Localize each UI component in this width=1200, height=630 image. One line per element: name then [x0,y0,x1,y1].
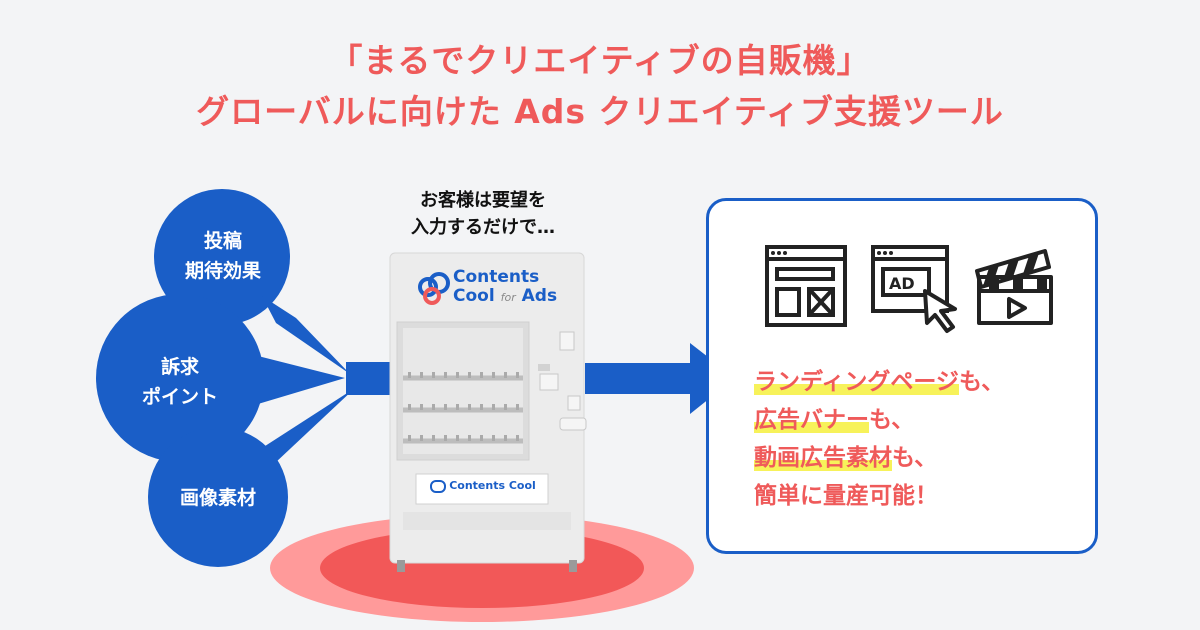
result-line-landing-page: ランディングページも、 [754,369,1005,395]
vending-machine [389,252,587,572]
machine-logo-text: Contents Cool for Ads [453,268,557,307]
panel-logo-icon [430,479,447,493]
headline-line-2: グローバルに向けた Ads クリエイティブ支援ツール [196,92,1004,131]
result-line-video-ad: 動画広告素材も、 [754,445,938,471]
machine-caption: お客様は要望を 入力するだけで… [411,190,555,238]
result-line-mass-production: 簡単に量産可能！ [754,483,938,509]
logo-word-cool: Cool [453,286,495,306]
bubble-label-expected-effect: 投稿 期待効果 [184,230,261,282]
bubble-image-material [148,388,355,567]
logo-word-ads: Ads [521,286,558,306]
video-clapper-icon [971,237,1061,333]
bubble-appeal-point [96,294,345,462]
headline-line-1: 「まるでクリエイティブの自販機」 [329,41,871,80]
result-panel: AD ランディングページも、 広告バナーも、 動画広告素材も、 [706,198,1098,554]
result-line-banner: 広告バナーも、 [754,407,915,433]
logo-word-contents: Contents [453,267,540,287]
bubble-label-appeal-point: 訴求 ポイント [141,356,218,408]
machine-panel-label: Contents Cool [420,479,546,493]
bubble-expected-effect [154,189,350,374]
svg-text:AD: AD [889,274,915,293]
logo-word-for: for [500,291,516,304]
ad-click-icon: AD [869,243,961,339]
bubble-label-image-material: 画像素材 [179,487,256,509]
browser-layout-icon [763,243,849,333]
contents-cool-logo-mark [418,272,450,305]
output-arrow [585,343,735,414]
result-text: ランディングページも、 広告バナーも、 動画広告素材も、 簡単に量産可能！ [754,363,1004,515]
